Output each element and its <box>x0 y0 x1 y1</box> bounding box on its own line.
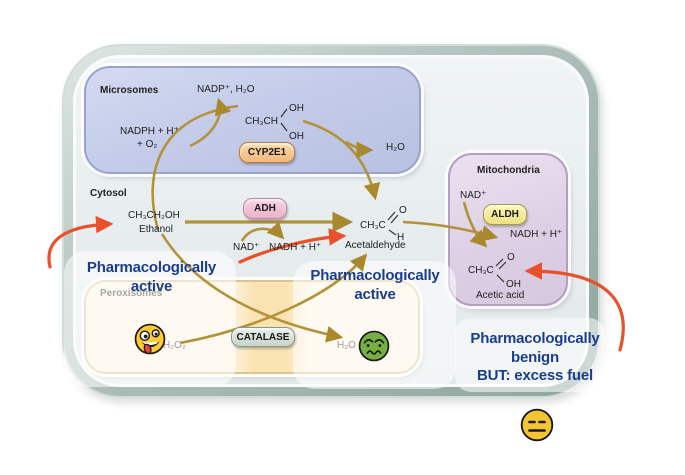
catalase-badge: CATALASE <box>231 327 295 347</box>
o2-label: + O₂ <box>137 139 158 150</box>
arrow-branch-to-water <box>345 140 374 159</box>
ethanol-name: Ethanol <box>139 224 173 235</box>
acetic-base: CH₃C <box>468 265 494 276</box>
nadph-label: NADPH + H⁺ <box>120 126 179 137</box>
acetic-status-annotation: Pharmacologically benign BUT: excess fue… <box>459 330 611 386</box>
nad-cytosol-label: NAD⁺ <box>233 242 260 253</box>
gem-diol-base: CH₃CH <box>245 116 278 127</box>
acetaldehyde-o: O <box>399 205 407 216</box>
gem-diol-structure: CH₃CH OH OH <box>245 103 304 142</box>
annotation-line: Pharmacologically <box>86 259 217 276</box>
h2o-perox-label: H₂O <box>337 340 356 351</box>
cytosol-label: Cytosol <box>90 188 127 199</box>
water-out-label: H₂O <box>386 142 405 153</box>
nadp-h2o-label: NADP⁺, H₂O <box>197 84 255 95</box>
annotation-line: active <box>354 286 396 303</box>
acetaldehyde-structure: CH₃C O H <box>360 205 407 243</box>
acetic-oh: OH <box>506 279 521 290</box>
gold-arrows <box>151 97 499 345</box>
red-arrow-to-acetic-acid <box>524 262 625 352</box>
ethanol-formula: CH₃CH₂OH <box>128 210 180 221</box>
annotation-line: BUT: excess fuel <box>476 367 594 384</box>
nauseated-face-icon <box>358 330 390 362</box>
nadh-mito-label: NADH + H⁺ <box>510 229 563 240</box>
acetaldehyde-name: Acetaldehyde <box>345 240 406 251</box>
red-arrows <box>47 215 625 352</box>
annotation-pane-middle <box>293 261 456 389</box>
annotation-pane-left <box>64 251 236 387</box>
bond-line <box>280 108 288 118</box>
bond-line <box>495 258 504 267</box>
arrow-microsome-to-acetaldehyde <box>302 119 381 201</box>
cyp2e1-badge: CYP2E1 <box>239 142 295 163</box>
arrow-nadph-to-nadp <box>189 97 232 148</box>
acetaldehyde-base: CH₃C <box>360 220 386 231</box>
acetaldehyde-h: H <box>397 232 404 243</box>
arrow-nad-to-nadh-cytosol <box>240 221 285 242</box>
microsomes-label: Microsomes <box>100 85 159 96</box>
gem-diol-oh-bottom: OH <box>289 131 304 142</box>
annotation-line: Pharmacologically <box>470 330 600 347</box>
annotation-line: active <box>130 278 173 295</box>
arrow-ethanol-to-microsome <box>151 104 239 231</box>
acetic-acid-name: Acetic acid <box>476 290 525 301</box>
acetic-o: O <box>507 252 515 263</box>
nad-mito-label: NAD⁺ <box>460 190 487 201</box>
bond-line <box>498 261 507 270</box>
arrow-h2o2-to-acetaldehyde <box>179 253 368 345</box>
nadh-cytosol-label: NADH + H⁺ <box>269 242 322 253</box>
cyp2e1-label: CYP2E1 <box>247 147 287 158</box>
arrow-ethanol-to-peroxisome <box>160 233 344 343</box>
gem-diol-oh-top: OH <box>289 103 304 114</box>
bond-line <box>390 214 399 224</box>
acetic-acid-structure: CH₃C O OH <box>468 252 521 290</box>
h2o2-label: H₂O₂ <box>163 340 186 351</box>
bond-line <box>388 229 397 236</box>
annotation-line: Pharmacologically <box>310 267 440 284</box>
red-arrow-to-ethanol <box>47 215 114 269</box>
aldh-badge: ALDH <box>483 204 527 225</box>
acetaldehyde-status-annotation: Pharmacologically active <box>295 266 455 304</box>
adh-label: ADH <box>254 203 276 214</box>
bond-line <box>387 211 396 221</box>
annotation-pane-right <box>455 318 605 392</box>
mitochondria-label: Mitochondria <box>477 165 540 176</box>
arrow-nad-to-acetic-acid <box>462 201 488 248</box>
ethanol-status-annotation: Pharmacologically active <box>64 258 239 296</box>
red-arrow-to-acetaldehyde <box>238 228 347 264</box>
neutral-face-icon <box>520 408 554 442</box>
arrow-acetaldehyde-to-mitochondria <box>402 220 499 242</box>
catalase-label: CATALASE <box>236 331 290 343</box>
aldh-label: ALDH <box>491 209 519 220</box>
bond-line <box>496 274 505 283</box>
annotation-line: benign <box>511 348 559 366</box>
peroxisomes-label: Peroxisomes <box>100 288 163 299</box>
bond-line <box>280 122 288 132</box>
adh-badge: ADH <box>243 198 287 219</box>
zany-face-icon <box>134 323 166 355</box>
